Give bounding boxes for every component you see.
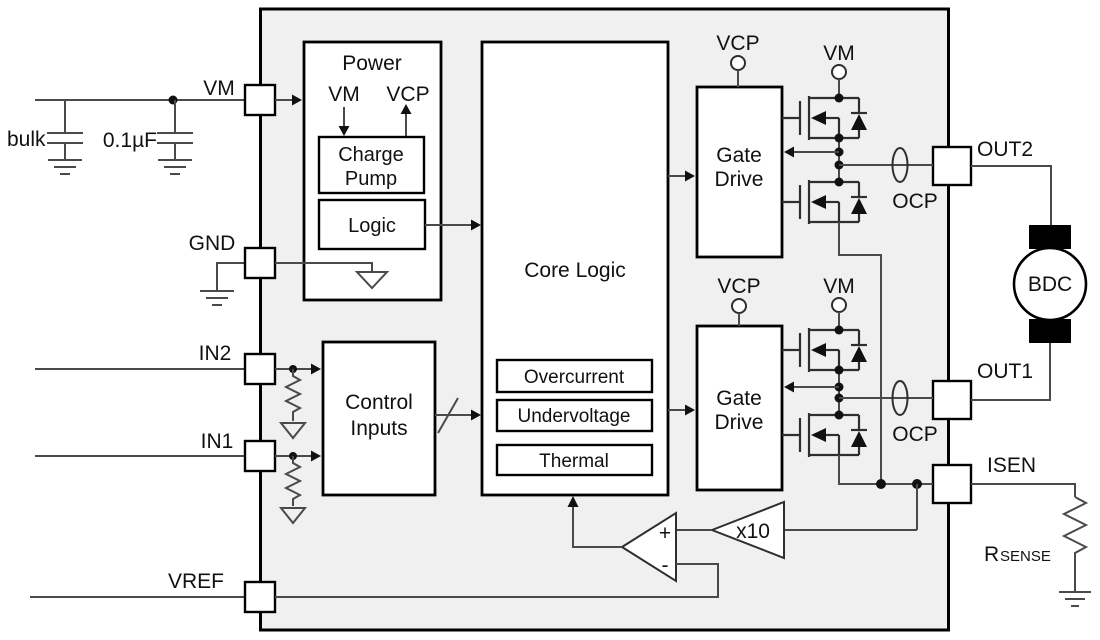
logic-block: [317, 198, 427, 251]
bus-slash-icon: [437, 397, 459, 434]
comparator: + -: [275, 496, 719, 598]
vcp-terminal-label-bottom: VCP: [717, 275, 760, 298]
rsense-label: R: [984, 543, 999, 566]
gate-drive-bottom-label-2: Drive: [714, 411, 763, 434]
comparator-plus-label: +: [659, 522, 671, 545]
ground-arrow-icon: [354, 271, 390, 290]
x10-amplifier: [709, 500, 785, 560]
motor-brush-bottom: [1029, 319, 1071, 343]
power-title: Power: [342, 52, 402, 75]
bulk-cap-label: bulk: [7, 128, 46, 151]
arrowhead: [784, 146, 794, 158]
gate-drive-top: Gate Drive VCP VM: [668, 32, 855, 259]
ground-arrow-icon: [278, 507, 308, 525]
ocp-label-bottom: OCP: [892, 423, 938, 446]
arrowhead: [471, 409, 481, 421]
pin-out1: [931, 379, 973, 421]
charge-pump-block: [317, 135, 426, 195]
decoupling-cap-label: 0.1µF: [103, 129, 157, 152]
comparator-minus-label: -: [662, 554, 669, 577]
sense-resistor-network: R SENSE: [971, 483, 1091, 607]
vm-terminal-label-top: VM: [823, 42, 855, 65]
arrowhead: [471, 219, 481, 231]
motor-connection: BDC: [971, 165, 1088, 401]
comparator-triangle: [620, 511, 677, 583]
thermal-block: [495, 443, 654, 477]
motor-brush-top: [1029, 225, 1071, 249]
motor-label: BDC: [1028, 273, 1072, 296]
charge-pump-label-1: Charge: [338, 144, 404, 166]
arrowhead: [338, 126, 350, 136]
pin-out2: [931, 145, 973, 187]
pin-isen: [931, 463, 973, 505]
pin-vref: [243, 580, 277, 614]
control-inputs-block: Control Inputs: [275, 340, 481, 525]
charge-pump-label-2: Pump: [345, 168, 397, 190]
arrowhead: [784, 381, 794, 393]
gnd-external: [200, 262, 245, 306]
control-inputs-label-2: Inputs: [350, 417, 407, 440]
arrowhead: [685, 170, 695, 182]
gate-drive-top-label-1: Gate: [716, 144, 762, 167]
vcp-terminal-bottom: [731, 298, 747, 314]
control-inputs-label-1: Control: [345, 391, 413, 414]
power-vcp-label: VCP: [386, 83, 429, 106]
ocp-label-top: OCP: [892, 190, 938, 213]
power-vm-label: VM: [328, 83, 360, 106]
core-logic-block: Core Logic Overcurrent Undervoltage Ther…: [480, 40, 670, 497]
pin-vm-label: VM: [203, 77, 235, 100]
ocp-sense-top: [891, 147, 909, 183]
pin-in2-label: IN2: [199, 342, 232, 365]
vm-terminal-bottom: [831, 297, 847, 313]
in2-pulldown-resistor: [283, 369, 303, 421]
pin-out2-label: OUT2: [977, 138, 1033, 161]
pin-out1-label: OUT1: [977, 360, 1033, 383]
rsense-resistor: [1061, 496, 1089, 592]
pins: VM GND IN2 IN1 VREF OUT2 OUT1 ISEN: [168, 77, 1036, 614]
vm-terminal-label-bottom: VM: [823, 275, 855, 298]
arrowhead: [311, 363, 321, 375]
vcp-terminal-label-top: VCP: [716, 32, 759, 55]
half-bridge-top: OCP: [782, 93, 938, 484]
pin-in1-label: IN1: [201, 430, 234, 453]
undervoltage-label: Undervoltage: [517, 406, 630, 427]
pin-isen-label: ISEN: [987, 454, 1036, 477]
pin-vref-label: VREF: [168, 570, 224, 593]
arrowhead: [400, 104, 412, 114]
pin-in2: [243, 352, 277, 386]
current-sense-amplifier: x10: [676, 484, 918, 560]
ocp-sense-bottom: [891, 380, 909, 416]
undervoltage-block: [495, 398, 654, 433]
arrowhead: [567, 496, 579, 507]
core-logic-title: Core Logic: [524, 259, 626, 282]
rsense-label-subscript: SENSE: [1000, 548, 1051, 565]
pin-gnd-label: GND: [189, 232, 236, 255]
arrowhead: [685, 404, 695, 416]
pin-vm: [243, 83, 277, 117]
ground-arrow-icon: [278, 422, 308, 440]
pin-gnd: [243, 246, 277, 280]
vm-supply-network: bulk 0.1µF: [7, 95, 245, 175]
overcurrent-block: [495, 358, 654, 394]
arrowhead: [311, 450, 321, 462]
power-block: Power VM VCP Charge Pump Logic: [275, 40, 481, 302]
decoupling-capacitor: [157, 100, 193, 175]
in1-pulldown-resistor: [283, 456, 303, 506]
gate-drive-top-label-2: Drive: [714, 168, 763, 191]
gate-drive-bottom-label-1: Gate: [716, 387, 762, 410]
overcurrent-label: Overcurrent: [524, 367, 625, 388]
vm-terminal-top: [831, 64, 847, 80]
gate-drive-bottom: Gate Drive VCP VM: [668, 275, 855, 492]
vcp-terminal-top: [730, 55, 746, 71]
thermal-label: Thermal: [539, 451, 609, 472]
pin-in1: [243, 439, 277, 473]
logic-label: Logic: [348, 215, 396, 237]
arrowhead: [292, 94, 302, 106]
bulk-capacitor: [47, 100, 83, 175]
half-bridge-bottom: OCP: [782, 325, 938, 489]
x10-gain-label: x10: [736, 520, 770, 543]
